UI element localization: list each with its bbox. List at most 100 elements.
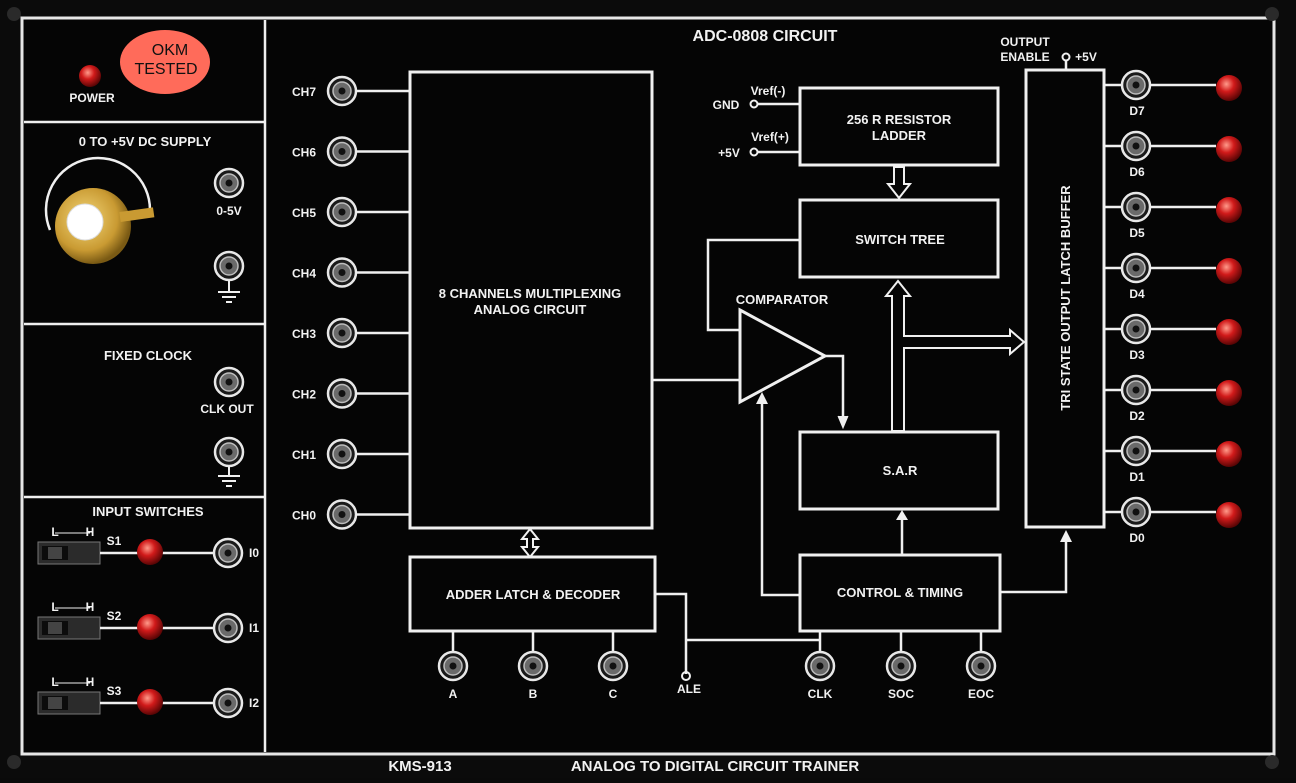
output-jack-d4[interactable] bbox=[1120, 252, 1152, 284]
output-jack-d0[interactable] bbox=[1120, 496, 1152, 528]
address-jack-c[interactable] bbox=[597, 650, 629, 682]
output-label: D0 bbox=[1129, 531, 1145, 545]
down-arrow-icon bbox=[885, 166, 913, 200]
address-jack-b[interactable] bbox=[517, 650, 549, 682]
gnd-label: GND bbox=[713, 98, 740, 112]
input-label: I1 bbox=[249, 621, 259, 635]
channel-label: CH3 bbox=[292, 327, 316, 341]
switch-name: S3 bbox=[107, 684, 122, 698]
toggle-switch-s3[interactable] bbox=[37, 691, 101, 715]
channel-jack-ch7[interactable] bbox=[326, 75, 358, 107]
jack-label: CLK OUT bbox=[200, 402, 254, 416]
switch-name: S2 bbox=[107, 609, 122, 623]
input-jack-i1[interactable] bbox=[212, 612, 244, 644]
output-label: D4 bbox=[1129, 287, 1145, 301]
output-jack-d5[interactable] bbox=[1120, 191, 1152, 223]
channel-jack-ch6[interactable] bbox=[326, 136, 358, 167]
output-buffer-block bbox=[1024, 68, 1106, 529]
ladder-label: LADDER bbox=[872, 128, 927, 143]
jack-clk-out[interactable] bbox=[213, 366, 245, 398]
toggle-switch-s2[interactable] bbox=[37, 616, 101, 640]
jack-ground-clock[interactable] bbox=[213, 436, 245, 468]
switch-name: S1 bbox=[107, 534, 122, 548]
output-label: D6 bbox=[1129, 165, 1145, 179]
clk-jack[interactable] bbox=[804, 650, 836, 682]
mux-block bbox=[408, 70, 654, 530]
switch-tree-block bbox=[798, 198, 1000, 279]
sticker-text: OKM bbox=[152, 42, 188, 59]
circuit-title: ADC-0808 CIRCUIT bbox=[693, 28, 838, 45]
plus5-label: +5V bbox=[718, 146, 740, 160]
arrow-head-icon bbox=[756, 392, 768, 404]
toggle-switch-s1[interactable] bbox=[37, 541, 101, 565]
output-led-icon bbox=[1216, 75, 1242, 101]
sar-label: S.A.R bbox=[883, 463, 918, 478]
channel-label: CH1 bbox=[292, 448, 316, 462]
output-led-icon bbox=[1216, 319, 1242, 345]
switch-low-label: L bbox=[51, 675, 58, 689]
comparator-label: COMPARATOR bbox=[736, 292, 829, 307]
output-jack-d7[interactable] bbox=[1120, 69, 1152, 101]
output-jack-d1[interactable] bbox=[1120, 435, 1152, 467]
decoder-label: ADDER LATCH & DECODER bbox=[446, 587, 621, 602]
ale-wire bbox=[655, 592, 688, 674]
input-jack-i0[interactable] bbox=[212, 537, 244, 569]
output-jack-d3[interactable] bbox=[1120, 313, 1152, 345]
ground-icon bbox=[218, 280, 240, 303]
channel-jack-ch4[interactable] bbox=[326, 257, 358, 288]
input-label: I0 bbox=[249, 546, 259, 560]
output-jack-d2[interactable] bbox=[1120, 374, 1152, 406]
arrow-head-icon bbox=[896, 510, 908, 520]
control-timing-block bbox=[798, 553, 1002, 633]
output-led-icon bbox=[1216, 441, 1242, 467]
output-jack-d6[interactable] bbox=[1120, 130, 1152, 162]
channel-jack-ch1[interactable] bbox=[326, 438, 358, 470]
tested-sticker bbox=[120, 30, 210, 94]
channel-jack-ch2[interactable] bbox=[326, 378, 358, 409]
output-led-icon bbox=[1216, 502, 1242, 528]
output-led-icon bbox=[1216, 197, 1242, 223]
address-label: C bbox=[609, 687, 618, 701]
sticker-text: TESTED bbox=[134, 61, 197, 78]
ale-terminal[interactable] bbox=[681, 671, 691, 681]
output-enable-terminal[interactable] bbox=[1061, 52, 1071, 62]
plus5-terminal[interactable] bbox=[749, 147, 759, 157]
address-jack-a[interactable] bbox=[437, 650, 469, 682]
eoc-jack[interactable] bbox=[965, 650, 997, 682]
output-led-icon bbox=[1216, 258, 1242, 284]
channel-jack-ch5[interactable] bbox=[326, 196, 358, 228]
switch-tree-to-comparator-wire bbox=[706, 238, 800, 332]
screw-icon bbox=[7, 7, 21, 21]
switch-led-icon bbox=[137, 614, 163, 640]
input-label: I2 bbox=[249, 696, 259, 710]
voltage-knob[interactable] bbox=[55, 188, 155, 264]
ale-label: ALE bbox=[677, 682, 701, 696]
soc-jack[interactable] bbox=[885, 650, 917, 682]
channel-jack-ch3[interactable] bbox=[326, 317, 358, 349]
input-jack-i2[interactable] bbox=[212, 687, 244, 719]
jack-ground-supply[interactable] bbox=[213, 250, 245, 282]
switch-low-label: L bbox=[51, 525, 58, 539]
channel-label: CH0 bbox=[292, 509, 316, 523]
control-timing-label: CONTROL & TIMING bbox=[837, 585, 963, 600]
switch-led-icon bbox=[137, 689, 163, 715]
channel-jack-ch0[interactable] bbox=[326, 499, 358, 530]
output-label: D2 bbox=[1129, 409, 1145, 423]
channel-label: CH2 bbox=[292, 388, 316, 402]
trainer-name: ANALOG TO DIGITAL CIRCUIT TRAINER bbox=[571, 758, 859, 775]
switch-high-label: H bbox=[86, 600, 95, 614]
dc-supply-title: 0 TO +5V DC SUPPLY bbox=[79, 134, 212, 149]
screw-icon bbox=[1265, 755, 1279, 769]
vref-plus-label: Vref(+) bbox=[751, 130, 789, 144]
arrow-head-icon bbox=[837, 415, 849, 430]
jack-0-5v[interactable] bbox=[213, 167, 245, 199]
resistor-ladder-block bbox=[798, 86, 1000, 167]
switch-tree-label: SWITCH TREE bbox=[855, 232, 945, 247]
buffer-label: TRI STATE OUTPUT LATCH BUFFER bbox=[1058, 185, 1073, 411]
input-switches-title: INPUT SWITCHES bbox=[92, 504, 204, 519]
control-to-comparator-wire bbox=[760, 402, 800, 597]
gnd-terminal[interactable] bbox=[749, 99, 759, 109]
